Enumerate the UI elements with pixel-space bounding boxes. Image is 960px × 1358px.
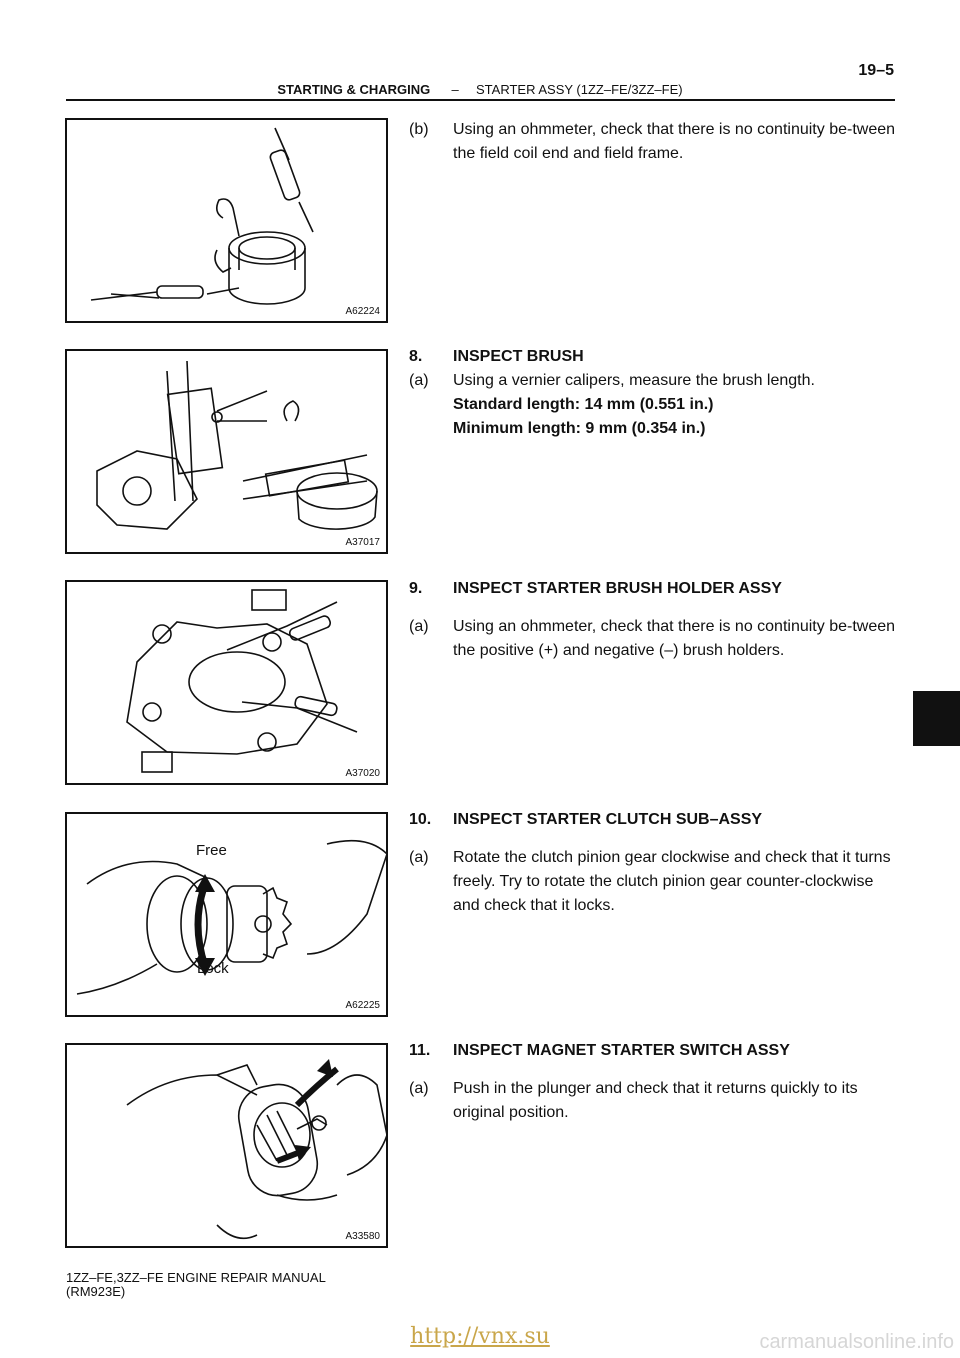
figure-field-coil-continuity: A62224 <box>65 118 388 323</box>
step-title: INSPECT STARTER BRUSH HOLDER ASSY <box>453 580 782 597</box>
watermark-link[interactable]: http://vnx.su <box>410 1324 550 1349</box>
page-header: STARTING & CHARGING – STARTER ASSY (1ZZ–… <box>0 82 960 97</box>
watermark-site: carmanualsonline.info <box>759 1331 954 1353</box>
figure-code: A62224 <box>345 306 380 317</box>
brush-holder-illustration <box>126 589 358 773</box>
footer-manual-title: 1ZZ–FE,3ZZ–FE ENGINE REPAIR MANUAL <box>66 1270 326 1285</box>
free-label: Free <box>196 842 227 859</box>
step-label: (a) <box>409 1080 429 1097</box>
footer: 1ZZ–FE,3ZZ–FE ENGINE REPAIR MANUAL (RM92… <box>66 1271 326 1299</box>
step-title: INSPECT BRUSH <box>453 348 584 365</box>
figure-brush-length: A37017 <box>65 349 388 554</box>
lock-label: Lock <box>197 960 229 977</box>
section-inspect-brush-holder: 9. INSPECT STARTER BRUSH HOLDER ASSY (a) U… <box>409 577 897 663</box>
magnet-switch-illustration <box>126 1059 386 1240</box>
step-label: (a) <box>409 372 429 389</box>
step-text: Push in the plunger and check that it re… <box>453 1080 858 1121</box>
figure-code: A33580 <box>345 1231 380 1242</box>
spec-minimum-length: Minimum length: 9 mm (0.354 in.) <box>453 420 706 437</box>
step-number: 11. <box>409 1042 431 1059</box>
section-inspect-magnet-switch: 11. INSPECT MAGNET STARTER SWITCH ASSY (a… <box>409 1039 897 1125</box>
step-title: INSPECT STARTER CLUTCH SUB–ASSY <box>453 811 763 828</box>
header-separator: – <box>451 82 459 97</box>
footer-manual-code: (RM923E) <box>66 1284 126 1299</box>
figure-starter-clutch: Free Lock A62225 <box>65 812 388 1017</box>
step-number: 9. <box>409 580 423 597</box>
figure-code: A37017 <box>345 537 380 548</box>
step-label: (b) <box>409 121 429 138</box>
step-label: (a) <box>409 618 429 635</box>
figure-code: A62225 <box>345 1000 380 1011</box>
step-text: Using an ohmmeter, check that there is n… <box>453 121 896 162</box>
header-rule <box>66 99 895 101</box>
clutch-pinion-illustration <box>76 839 386 995</box>
step-text: Using an ohmmeter, check that there is n… <box>453 618 896 659</box>
step-label: (a) <box>409 849 429 866</box>
header-title: STARTER ASSY (1ZZ–FE/3ZZ–FE) <box>476 82 683 97</box>
watermark: http://vnx.su <box>0 1324 960 1349</box>
page-number: 19–5 <box>858 62 894 79</box>
field-frame-illustration <box>90 127 314 305</box>
header-section: STARTING & CHARGING <box>277 82 431 97</box>
step-b-field-coil: (b) Using an ohmmeter, check that there i… <box>409 118 897 166</box>
step-number: 10. <box>409 811 432 828</box>
section-inspect-clutch: 10. INSPECT STARTER CLUTCH SUB–ASSY (a) Ro… <box>409 808 897 918</box>
spec-standard-length: Standard length: 14 mm (0.551 in.) <box>453 396 714 413</box>
step-title: INSPECT MAGNET STARTER SWITCH ASSY <box>453 1042 790 1059</box>
section-tab-marker <box>913 691 960 746</box>
section-inspect-brush: 8. INSPECT BRUSH (a) Using a vernier calip… <box>409 345 897 441</box>
figure-brush-holder: A37020 <box>65 580 388 785</box>
figure-code: A37020 <box>345 768 380 779</box>
vernier-caliper-illustration <box>96 360 378 530</box>
step-text: Rotate the clutch pinion gear clockwise … <box>453 849 891 914</box>
step-number: 8. <box>409 348 423 365</box>
step-text: Using a vernier calipers, measure the br… <box>453 372 815 389</box>
figure-magnet-switch: A33580 <box>65 1043 388 1248</box>
